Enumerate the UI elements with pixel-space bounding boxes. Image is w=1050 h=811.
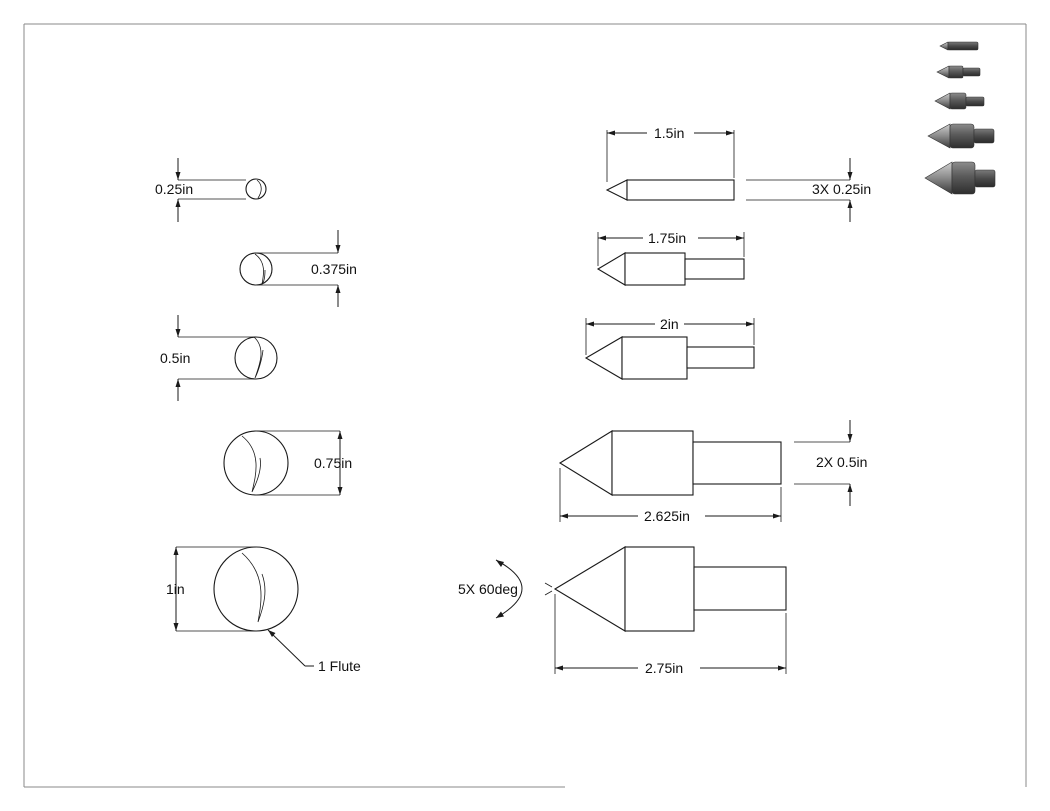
flute-note: 1 Flute (318, 658, 361, 674)
iso-preview (924, 41, 996, 195)
side-view-2in-length: 2in (660, 316, 679, 332)
side-view-2.75in-length: 2.75in (645, 660, 683, 676)
countersink-bit-0.25-icon (939, 41, 979, 51)
side-view-2.625in: 2.625in 2X 0.5in (558, 420, 867, 524)
end-view-0.375in-label: 0.375in (311, 261, 357, 277)
countersink-bit-0.75-icon (927, 123, 995, 149)
side-view-1.5in: 1.5in 3X 0.25in (605, 125, 871, 222)
side-view-1.75in: 1.75in (596, 230, 745, 286)
side-view-2.625in-count: 2X 0.5in (816, 454, 867, 470)
end-view-0.75in-label: 0.75in (314, 455, 352, 471)
end-view-0.25in-label: 0.25in (155, 181, 193, 197)
end-view-0.5in: 0.5in (160, 315, 278, 401)
side-view-2.75in-angle: 5X 60deg (458, 581, 518, 597)
end-view-0.375in: 0.375in (239, 230, 357, 307)
countersink-bit-0.5-icon (934, 92, 985, 110)
sheet-frame (23, 23, 1027, 788)
end-view-1in: 1in (166, 546, 299, 632)
side-view-1.5in-count: 3X 0.25in (812, 181, 871, 197)
end-view-0.5in-label: 0.5in (160, 350, 190, 366)
countersink-bit-1-icon (924, 161, 996, 195)
side-view-1.75in-length: 1.75in (648, 230, 686, 246)
flute-callout: 1 Flute (267, 629, 361, 674)
side-view-1.5in-length: 1.5in (654, 125, 684, 141)
side-view-2.75in: 2.75in 5X 60deg (458, 546, 787, 676)
end-view-0.75in: 0.75in (223, 430, 352, 496)
end-view-0.25in: 0.25in (155, 158, 267, 222)
end-view-1in-label: 1in (166, 581, 185, 597)
side-view-2in: 2in (584, 316, 755, 380)
side-view-2.625in-length: 2.625in (644, 508, 690, 524)
countersink-bit-0.375-icon (936, 65, 981, 79)
